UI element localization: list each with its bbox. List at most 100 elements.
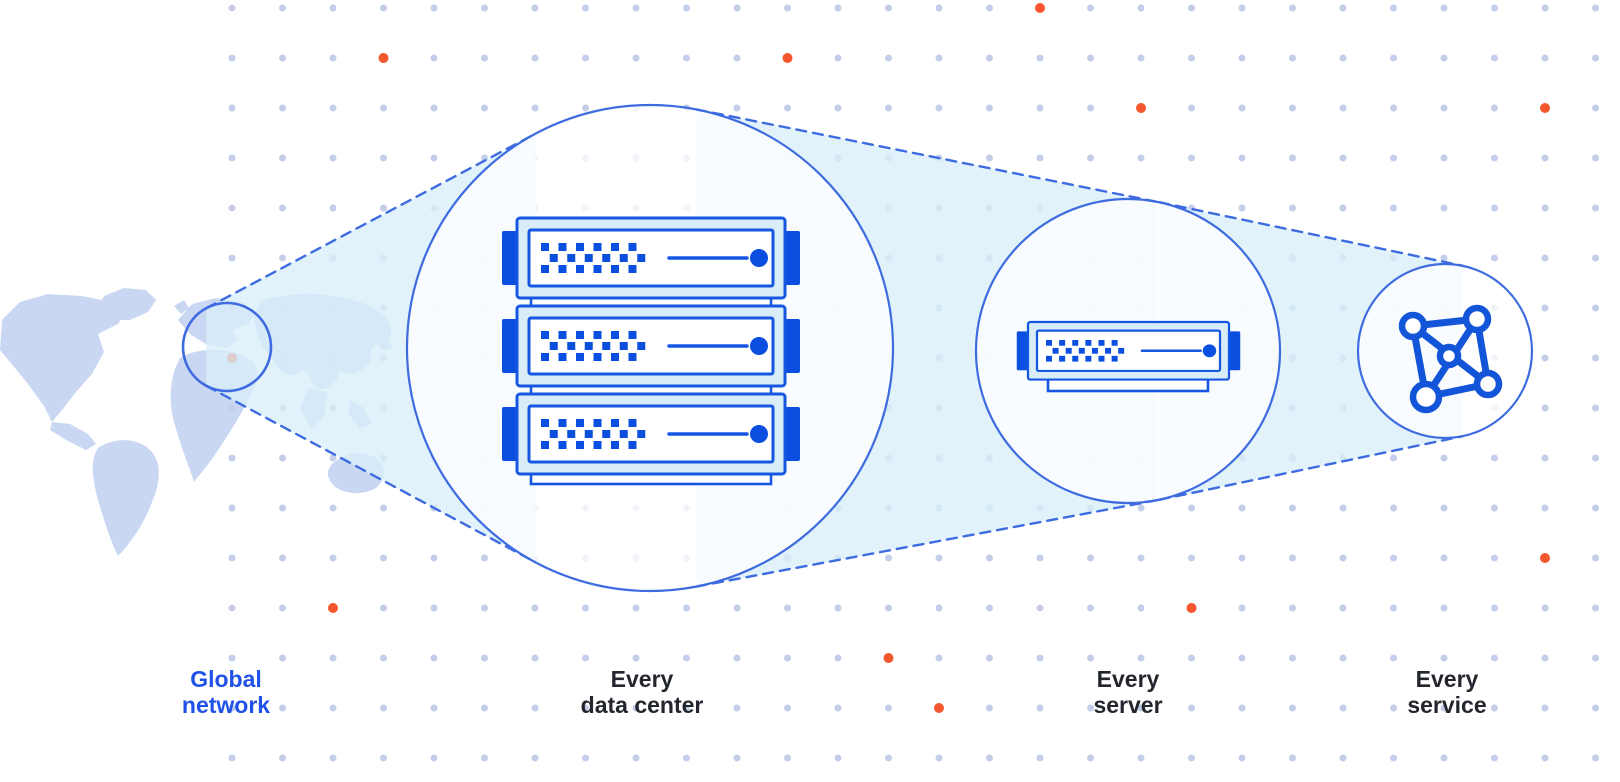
grid-dot [279,604,286,612]
grid-dot [1188,754,1195,762]
grid-dot [1137,554,1145,562]
grid-dot [1491,154,1498,162]
grid-dot [784,704,791,712]
label-global-network-line1: Global [190,666,262,692]
mesh-node-top-right [1462,304,1492,334]
grid-dot [683,704,690,712]
server-unit-3 [500,392,802,476]
grid-dot [632,754,640,762]
grid-dot [1390,154,1397,162]
grid-dot [380,654,387,662]
dash-server-service-bottom [1157,435,1465,501]
grid-dot [1390,204,1397,212]
grid-dot [733,704,741,712]
grid-dot [683,604,690,612]
grid-dot [1087,54,1094,62]
grid-dot [1036,704,1044,712]
grid-dot [481,554,488,562]
grid-dot [1440,654,1448,662]
grid-dot [1491,454,1498,462]
grid-dot [380,604,387,612]
grid-dot [986,604,993,612]
grid-dot [279,54,286,62]
grid-dot [1137,704,1145,712]
grid-dot [1289,504,1296,512]
grid-dot [279,504,286,512]
grid-dot [430,54,438,62]
grid-dot [1339,4,1347,12]
grid-dot [279,754,286,762]
grid-dot [1440,204,1448,212]
grid-dot [430,104,438,112]
grid-dot [1339,154,1347,162]
grid-dot [1238,104,1246,112]
server-rack-icon [500,216,802,486]
grid-dot [228,154,236,162]
single-server-icon [1015,320,1242,393]
grid-dot [1289,4,1296,12]
grid-dot [834,4,842,12]
grid-dot [1541,154,1549,162]
grid-dot [531,4,539,12]
grid-dot [986,54,993,62]
grid-dot [1188,554,1195,562]
grid-dot [834,104,842,112]
grid-dot [1592,654,1599,662]
grid-dot [1238,554,1246,562]
grid-dot [1289,154,1296,162]
label-every-data-center: Every data center [581,666,704,718]
grid-dot [1238,4,1246,12]
mesh-node-center [1436,343,1462,369]
grid-dot [329,104,337,112]
grid-dot [329,154,337,162]
label-every-server-line2: server [1093,692,1163,718]
grid-dot [481,704,488,712]
grid-dot [481,604,488,612]
grid-dot [228,754,236,762]
grid-dot [1491,504,1498,512]
grid-dot [986,554,993,562]
grid-dot [430,154,438,162]
grid-dot [1087,654,1094,662]
label-every-server: Every server [1093,666,1162,718]
grid-dot [1541,4,1549,12]
grid-dot [1289,704,1296,712]
grid-dot [683,654,690,662]
grid-dot [1592,604,1599,612]
grid-dot [1541,304,1549,312]
grid-dot [632,54,640,62]
mesh-network-icon [1398,304,1503,414]
grid-dot [834,754,842,762]
grid-dot [733,754,741,762]
grid-dot [935,604,943,612]
grid-dot [582,4,589,12]
grid-dot [279,554,286,562]
grid-dot [1390,54,1397,62]
grid-dot [1238,754,1246,762]
grid-dot [1087,104,1094,112]
grid-dot [1188,154,1195,162]
label-global-network: Global network [182,666,270,718]
grid-dot [1592,404,1599,412]
grid-dot [1289,204,1296,212]
grid-dot [531,604,539,612]
grid-dot [430,754,438,762]
grid-dot [1440,504,1448,512]
grid-dot [1087,554,1094,562]
grid-dot [228,204,236,212]
grid-dot [1339,654,1347,662]
grid-dot [1238,654,1246,662]
grid-dot [1541,454,1549,462]
grid-dot [228,604,236,612]
map-central-america [50,422,96,450]
grid-dot [1541,654,1549,662]
grid-dot [582,654,589,662]
grid-dot [1036,154,1044,162]
grid-dot [834,704,842,712]
grid-dot [986,754,993,762]
dash-map-datacenter-top [205,132,537,310]
grid-dot [784,4,791,12]
grid-dot [1238,604,1246,612]
grid-dot [228,704,236,712]
grid-dot [430,4,438,12]
